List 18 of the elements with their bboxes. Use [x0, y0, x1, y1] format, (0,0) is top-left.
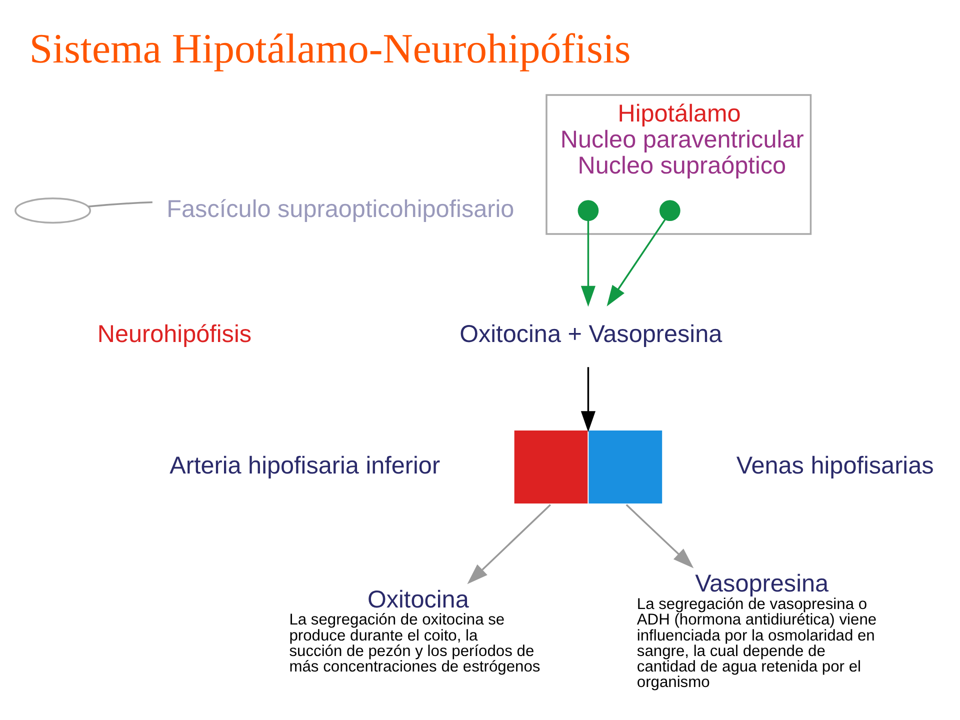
node-circle	[659, 200, 680, 220]
node-text: Oxitocina La segregación de oxitocina se produce durante el coito, la succión de pezón y los períodos de más concentraciones de estrógenos	[289, 586, 540, 676]
label: Neurohipófisis	[97, 320, 252, 348]
node-circle	[578, 200, 599, 220]
node-label: Hipotálamo	[618, 100, 741, 127]
arrow	[580, 366, 596, 432]
node-text: Fascículo supraopticohipofisario	[166, 196, 514, 222]
label: Arteria hipofisaria inferior	[170, 452, 440, 479]
node-text: Oxitocina + Vasopresina	[460, 320, 722, 348]
node-ellipse	[14, 197, 92, 224]
arrow	[467, 504, 551, 584]
arrow	[580, 220, 596, 306]
diagram-title: Sistema Hipotálamo-Neurohipófisis	[29, 26, 631, 72]
node-text: Vasopresina La segregación de vasopresina o ADH (hormona antidiurética) viene influenciada por la osmolaridad en sangre, la cual depende de cantidad de agua retenida por el organismo	[636, 570, 877, 691]
arrow	[606, 218, 666, 306]
label: Venas hipofisarias	[736, 452, 934, 479]
arrow	[626, 504, 694, 568]
connector	[88, 200, 152, 207]
